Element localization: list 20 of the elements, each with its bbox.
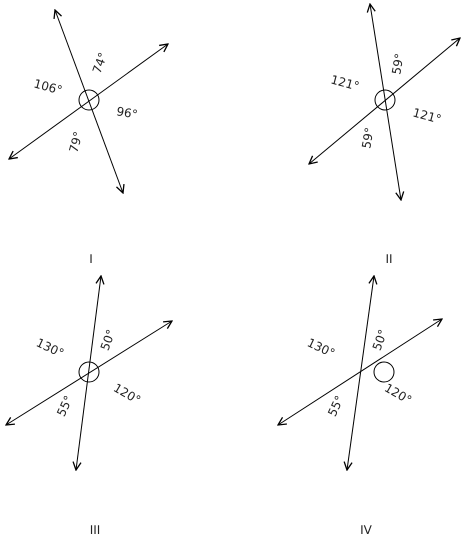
figure-label: IV: [360, 524, 372, 536]
angle-label: 130°: [305, 336, 337, 360]
angle-label: 121°: [329, 73, 361, 93]
angle-label: 130°: [34, 336, 66, 360]
angle-label: 79°: [67, 130, 85, 154]
angle-label: 96°: [115, 105, 139, 121]
angle-label: 120°: [111, 382, 143, 406]
angle-label: 55°: [55, 394, 75, 418]
figure-label: III: [90, 524, 100, 536]
angle-label: 59°: [360, 126, 376, 150]
angle-label: 106°: [32, 77, 64, 97]
angle-label: 50°: [98, 328, 118, 352]
angle-label: 121°: [411, 106, 443, 126]
angle-label: 120°: [382, 382, 414, 406]
figure-label: II: [385, 253, 393, 265]
angle-label: 55°: [326, 394, 346, 418]
angle-label: 50°: [370, 328, 390, 352]
angle-label: 59°: [390, 52, 406, 76]
figure-label: I: [89, 253, 93, 265]
angle-label: 74°: [90, 50, 110, 76]
